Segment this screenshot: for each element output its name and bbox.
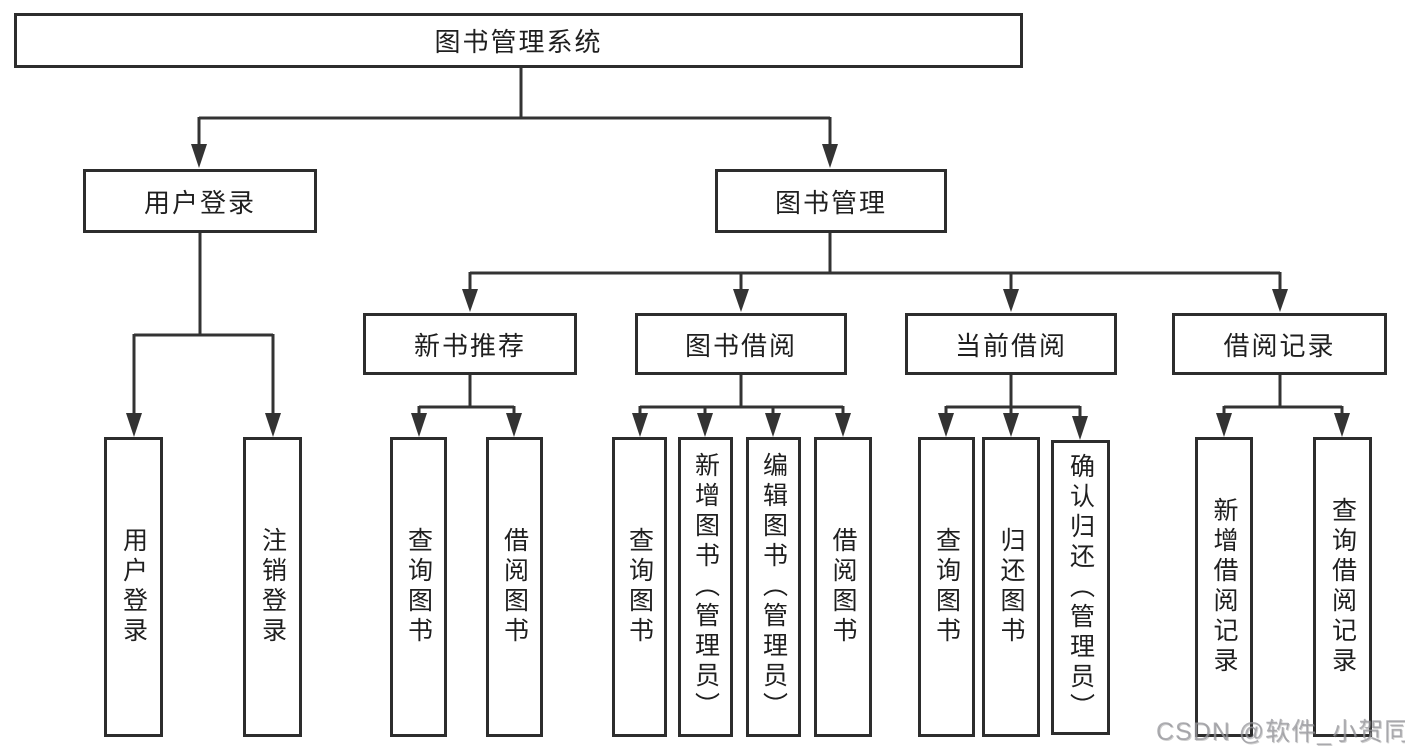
node-book-borrowing: 图书借阅 <box>635 313 847 375</box>
leaf-add-borrowing-record: 新增借阅记录 <box>1195 437 1253 737</box>
node-library-management-system: 图书管理系统 <box>14 13 1023 68</box>
leaf-user-login: 用户登录 <box>104 437 163 737</box>
leaf-query-books-borrowing: 查询图书 <box>612 437 667 737</box>
leaf-return-books: 归还图书 <box>982 437 1040 737</box>
leaf-borrow-books-borrowing: 借阅图书 <box>814 437 872 737</box>
leaf-query-borrowing-record: 查询借阅记录 <box>1313 437 1372 737</box>
node-borrowing-records: 借阅记录 <box>1172 313 1387 375</box>
leaf-edit-books-admin: 编辑图书（管理员） <box>746 437 801 737</box>
leaf-query-books-current: 查询图书 <box>918 437 975 737</box>
leaf-add-books-admin: 新增图书（管理员） <box>678 437 733 737</box>
node-book-management: 图书管理 <box>715 169 947 233</box>
leaf-borrow-books-recommend: 借阅图书 <box>486 437 543 737</box>
node-user-login: 用户登录 <box>83 169 317 233</box>
leaf-logout: 注销登录 <box>243 437 302 737</box>
leaf-confirm-return-admin: 确认归还（管理员） <box>1051 440 1110 735</box>
node-new-book-recommendation: 新书推荐 <box>363 313 577 375</box>
csdn-watermark: CSDN @软件_小贺同学 <box>1156 718 1405 746</box>
node-current-borrowing: 当前借阅 <box>905 313 1117 375</box>
leaf-query-books-recommend: 查询图书 <box>390 437 447 737</box>
